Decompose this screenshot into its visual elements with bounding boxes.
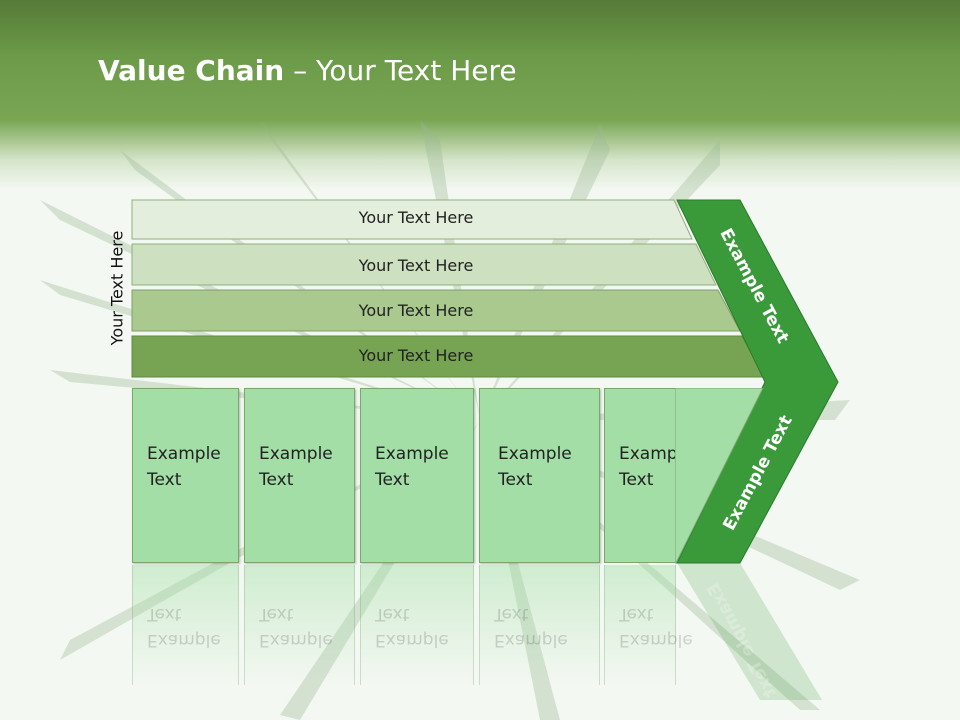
bar-3-label: Your Text Here [358, 301, 474, 320]
bar-1 [131, 199, 693, 240]
side-label: Your Text Here [107, 230, 127, 346]
activity-box-5-tip [675, 388, 764, 564]
bar-4-label: Your Text Here [358, 346, 474, 365]
arrow-reflection [677, 563, 822, 700]
title-bold: Value Chain [98, 54, 285, 87]
chevron-arrow [676, 199, 839, 564]
bar-1-label: Your Text Here [358, 208, 474, 227]
title-rest: – Your Text Here [284, 54, 517, 87]
bar-2 [131, 243, 717, 286]
header-banner [0, 0, 960, 190]
page-title: Value Chain – Your Text Here [98, 54, 517, 87]
bar-2-label: Your Text Here [358, 256, 474, 275]
